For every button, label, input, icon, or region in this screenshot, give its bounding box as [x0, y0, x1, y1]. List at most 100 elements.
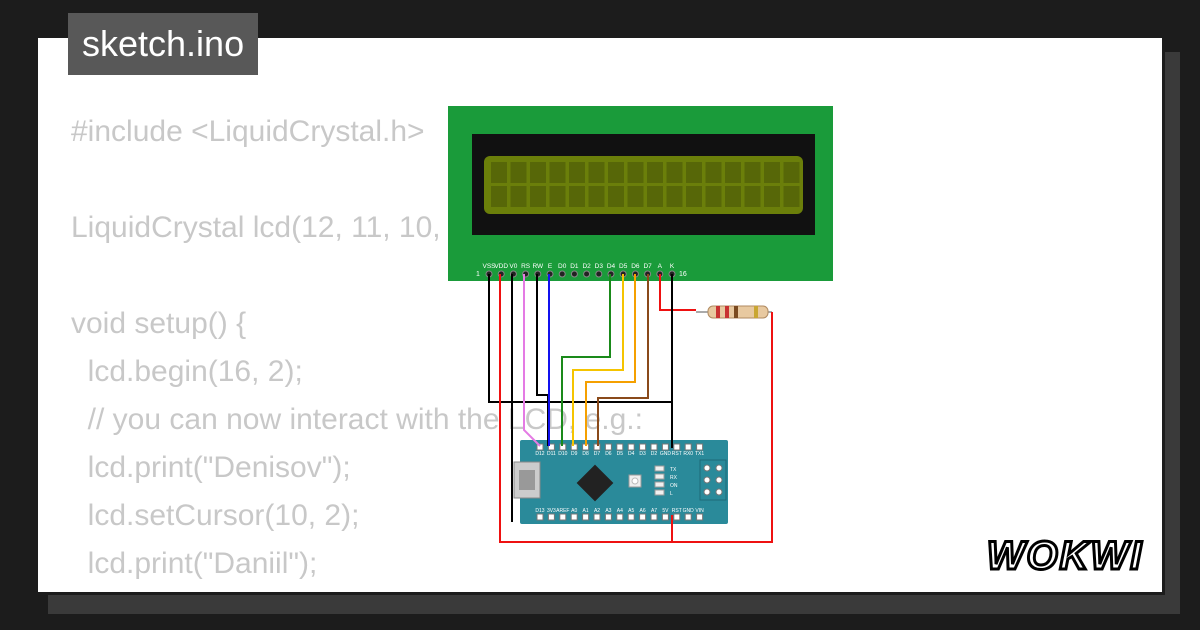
nano-pin[interactable] [582, 513, 590, 521]
nano-pin-label: A3 [605, 508, 611, 514]
led-label: RX [670, 475, 678, 481]
icsp-pin [715, 488, 723, 496]
nano-pin[interactable] [593, 513, 601, 521]
nano-pin-label: 3V3 [547, 508, 556, 514]
nano-pin-label: AREF [556, 508, 569, 514]
lcd-pin-label: VSS [482, 263, 496, 270]
code-line: LiquidCrystal lcd(12, 11, 10, 9, 8, 7); [71, 211, 551, 244]
nano-pin[interactable] [559, 513, 567, 521]
nano-pin[interactable] [696, 513, 704, 521]
lcd-character-cell [647, 162, 663, 183]
nano-pin[interactable] [570, 443, 578, 451]
lcd-character-cell [549, 186, 566, 207]
nano-pin[interactable] [639, 513, 647, 521]
nano-pin[interactable] [536, 513, 544, 521]
lcd-character-cell [686, 186, 702, 207]
lcd-character-cell [627, 162, 644, 183]
lcd-character-cell [510, 162, 527, 183]
nano-pin-label: D6 [605, 451, 612, 457]
led-label: L [670, 491, 673, 497]
nano-pin-label: D10 [558, 451, 567, 457]
status-led-icon [654, 489, 665, 496]
nano-pin-label: A6 [640, 508, 646, 514]
nano-pin[interactable] [547, 513, 555, 521]
lcd-character-cell [705, 186, 722, 207]
nano-pin-label: A1 [583, 508, 589, 514]
lcd-character-cell [783, 186, 800, 207]
nano-pin[interactable] [627, 443, 635, 451]
nano-pin[interactable] [696, 443, 704, 451]
lcd-pin-label: D6 [631, 263, 640, 270]
nano-pin[interactable] [650, 513, 658, 521]
nano-pin[interactable] [616, 513, 624, 521]
lcd-character-cell [744, 162, 761, 183]
nano-pin[interactable] [570, 513, 578, 521]
nano-pin-label: VIN [695, 508, 704, 514]
nano-pin-label: D9 [571, 451, 578, 457]
nano-pin[interactable] [661, 443, 669, 451]
lcd-screen [484, 156, 803, 214]
status-led-icon [654, 465, 665, 472]
nano-pin[interactable] [684, 443, 692, 451]
wire-vdd-5v [499, 274, 673, 543]
lcd-pin[interactable] [558, 270, 566, 278]
nano-pin[interactable] [604, 443, 612, 451]
nano-pin[interactable] [536, 443, 544, 451]
status-led-icon [654, 473, 665, 480]
lcd-pin-label: RW [532, 263, 544, 270]
icsp-pin [715, 464, 723, 472]
nano-pin[interactable] [616, 443, 624, 451]
nano-pin[interactable] [650, 443, 658, 451]
code-line: lcd.begin(16, 2); [71, 355, 303, 388]
nano-pin-label: GND [660, 451, 672, 457]
wire-resistor-5v [672, 312, 773, 543]
wokwi-logo-text: WOKWI [987, 534, 1144, 578]
code-line: lcd.print("Daniil"); [71, 547, 318, 580]
nano-pin-label: D5 [617, 451, 624, 457]
nano-pin[interactable] [547, 443, 555, 451]
nano-pin-label: D3 [639, 451, 646, 457]
lcd-character-cell [783, 162, 800, 183]
wires[interactable] [488, 274, 773, 543]
wire-d4-d10 [561, 274, 611, 446]
wire-d6-d8 [585, 274, 636, 446]
nano-pin[interactable] [673, 513, 681, 521]
nano-pin[interactable] [661, 513, 669, 521]
lcd-pin-label: D2 [582, 263, 591, 270]
code-line: void setup() { [71, 307, 247, 340]
lcd-pin[interactable] [570, 270, 578, 278]
lcd-character-cell [588, 162, 605, 183]
wire-d5-d9 [572, 274, 624, 446]
wokwi-logo[interactable]: WOKWI [975, 525, 1155, 585]
nano-pin[interactable] [627, 513, 635, 521]
wire-vss-gnd [488, 274, 673, 448]
nano-pin-label: D2 [651, 451, 658, 457]
lcd-character-cell [627, 186, 644, 207]
lcd-character-cell [764, 186, 780, 207]
lcd-character-cell [744, 186, 761, 207]
lcd-pin[interactable] [583, 270, 591, 278]
icsp-pin [703, 476, 711, 484]
lcd-pin-label: D5 [619, 263, 628, 270]
nano-pin-label: A4 [617, 508, 623, 514]
nano-pin-label: A2 [594, 508, 600, 514]
lcd-pin[interactable] [595, 270, 603, 278]
lcd-character-cell [569, 162, 585, 183]
nano-pin-label: D8 [582, 451, 589, 457]
nano-pin[interactable] [673, 443, 681, 451]
lcd-character-cell [491, 162, 507, 183]
lcd-pin-label: D0 [558, 263, 567, 270]
resistor[interactable] [696, 305, 772, 319]
nano-pin[interactable] [684, 513, 692, 521]
lcd-pin-label: D4 [607, 263, 616, 270]
nano-pin[interactable] [604, 513, 612, 521]
icsp-pin [715, 476, 723, 484]
sketch-filename-tab[interactable]: sketch.ino [68, 13, 259, 75]
lcd-pin-label: K [670, 263, 675, 270]
lcd-pin-label: E [548, 263, 553, 270]
nano-pin[interactable] [639, 443, 647, 451]
lcd-character-cell [530, 186, 546, 207]
led-label: ON [670, 483, 678, 489]
